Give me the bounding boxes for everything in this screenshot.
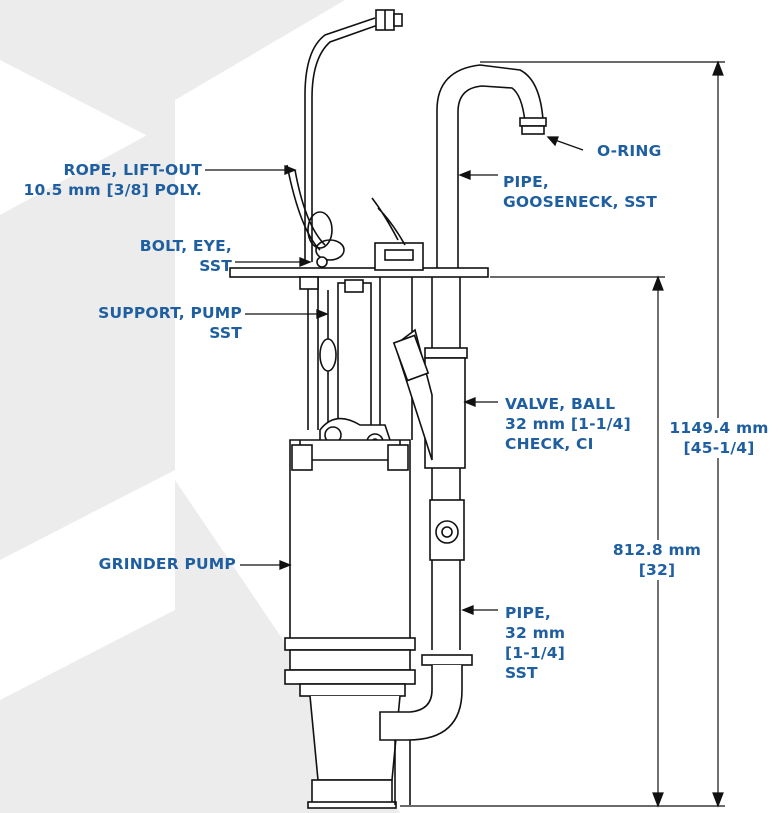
label-gooseneck-line-2: GOOSENECK, SST <box>503 193 658 211</box>
label-pipe: PIPE, 32 mm [1-1/4] SST <box>505 603 565 683</box>
label-rope-lift-out: ROPE, LIFT-OUT 10.5 mm [3/8] POLY. <box>0 160 202 200</box>
dimension-overall-line-1: 1149.4 mm <box>669 419 769 437</box>
label-pipe-line-4: SST <box>505 664 538 682</box>
label-bolt-line-2: SST <box>199 257 232 275</box>
label-rope-line-1: ROPE, LIFT-OUT <box>63 161 202 179</box>
label-valve-line-1: VALVE, BALL <box>505 395 616 413</box>
label-support-line-1: SUPPORT, PUMP <box>98 304 242 322</box>
gooseneck-pipe <box>436 64 544 272</box>
dimension-lower-line-1: 812.8 mm <box>612 541 702 559</box>
lift-rope <box>286 164 326 251</box>
label-valve-line-3: CHECK, CI <box>505 435 594 453</box>
label-rope-line-2: 10.5 mm [3/8] POLY. <box>23 181 202 199</box>
dimension-lower-label: 812.8 mm [32] <box>604 540 710 580</box>
label-valve-ball: VALVE, BALL 32 mm [1-1/4] CHECK, CI <box>505 394 631 454</box>
label-o-ring: O-RING <box>597 141 662 161</box>
label-valve-line-2: 32 mm [1-1/4] <box>505 415 631 433</box>
label-grinder-pump-text: GRINDER PUMP <box>98 555 236 573</box>
label-pipe-line-2: 32 mm <box>505 624 566 642</box>
label-gooseneck-line-1: PIPE, <box>503 173 549 191</box>
background-chevrons <box>0 0 400 813</box>
label-bolt-line-1: BOLT, EYE, <box>139 237 232 255</box>
label-pipe-line-3: [1-1/4] <box>505 644 566 662</box>
ball-valve <box>435 520 459 544</box>
dimension-overall-label: 1149.4 mm [45-1/4] <box>666 418 772 458</box>
dimension-overall-line-2: [45-1/4] <box>683 439 755 457</box>
power-cord <box>304 17 376 260</box>
cover-plate <box>229 267 489 278</box>
label-gooseneck: PIPE, GOOSENECK, SST <box>503 172 657 212</box>
label-o-ring-text: O-RING <box>597 142 662 160</box>
dimension-lower-line-2: [32] <box>638 561 676 579</box>
label-bolt-eye: BOLT, EYE, SST <box>60 236 232 276</box>
pump-drawing <box>229 9 547 809</box>
leader-lines <box>205 136 584 615</box>
label-pipe-line-1: PIPE, <box>505 604 551 622</box>
label-support-pump: SUPPORT, PUMP SST <box>40 303 242 343</box>
label-support-line-2: SST <box>209 324 242 342</box>
label-grinder-pump: GRINDER PUMP <box>40 554 236 574</box>
